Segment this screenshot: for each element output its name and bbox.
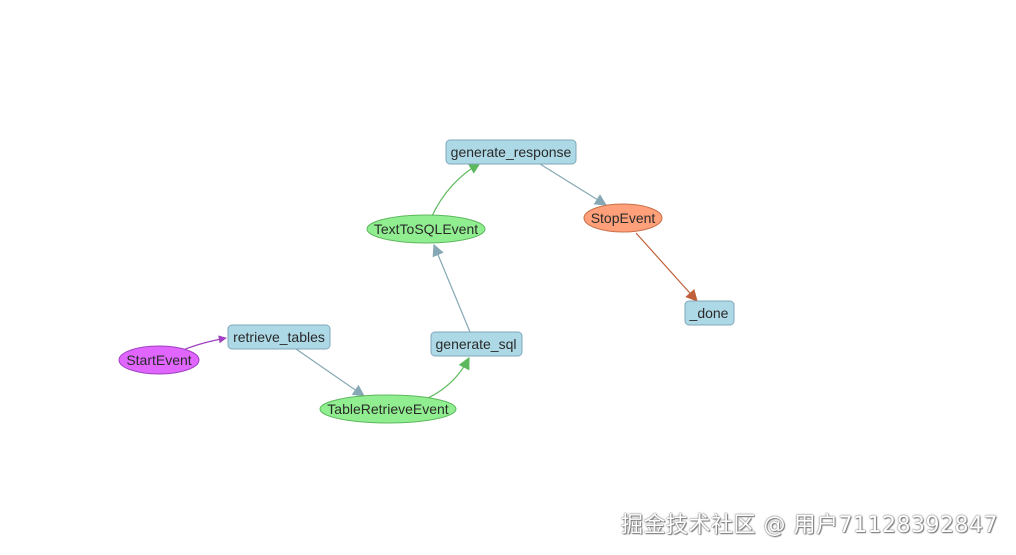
node-retrieve-tables[interactable]: retrieve_tables (227, 324, 331, 350)
node-start-event-label: StartEvent (126, 352, 191, 368)
edge-retrieve-tables-to-table-retrieve-event (295, 348, 365, 397)
edge-generate-sql-to-text-to-sql-event (432, 243, 471, 333)
edge-text-to-sql-event-to-generate-response (431, 162, 482, 217)
watermark-text: 掘金技术社区 @ 用户71128392847 (621, 513, 998, 538)
node-generate-response[interactable]: generate_response (445, 139, 577, 165)
edge-generate-response-to-stop-event (539, 163, 608, 206)
edge-table-retrieve-event-to-generate-sql (427, 356, 470, 399)
node-start-event[interactable]: StartEvent (118, 345, 200, 375)
node-retrieve-tables-label: retrieve_tables (233, 329, 325, 345)
node-generate-sql[interactable]: generate_sql (430, 331, 523, 357)
node-text-to-sql-event[interactable]: TextToSQLEvent (366, 214, 486, 244)
edge-stop-event-to-done (635, 232, 698, 302)
node-stop-event-label: StopEvent (591, 210, 656, 226)
node-generate-response-label: generate_response (451, 144, 572, 160)
node-table-retrieve-event-label: TableRetrieveEvent (327, 401, 449, 417)
node-text-to-sql-event-label: TextToSQLEvent (374, 221, 478, 237)
node-stop-event[interactable]: StopEvent (583, 203, 663, 233)
edge-start-to-retrieve-tables (182, 335, 227, 351)
node-done[interactable]: _done (684, 300, 735, 326)
node-done-label: _done (689, 305, 729, 321)
node-generate-sql-label: generate_sql (436, 336, 517, 352)
node-table-retrieve-event[interactable]: TableRetrieveEvent (319, 394, 457, 424)
